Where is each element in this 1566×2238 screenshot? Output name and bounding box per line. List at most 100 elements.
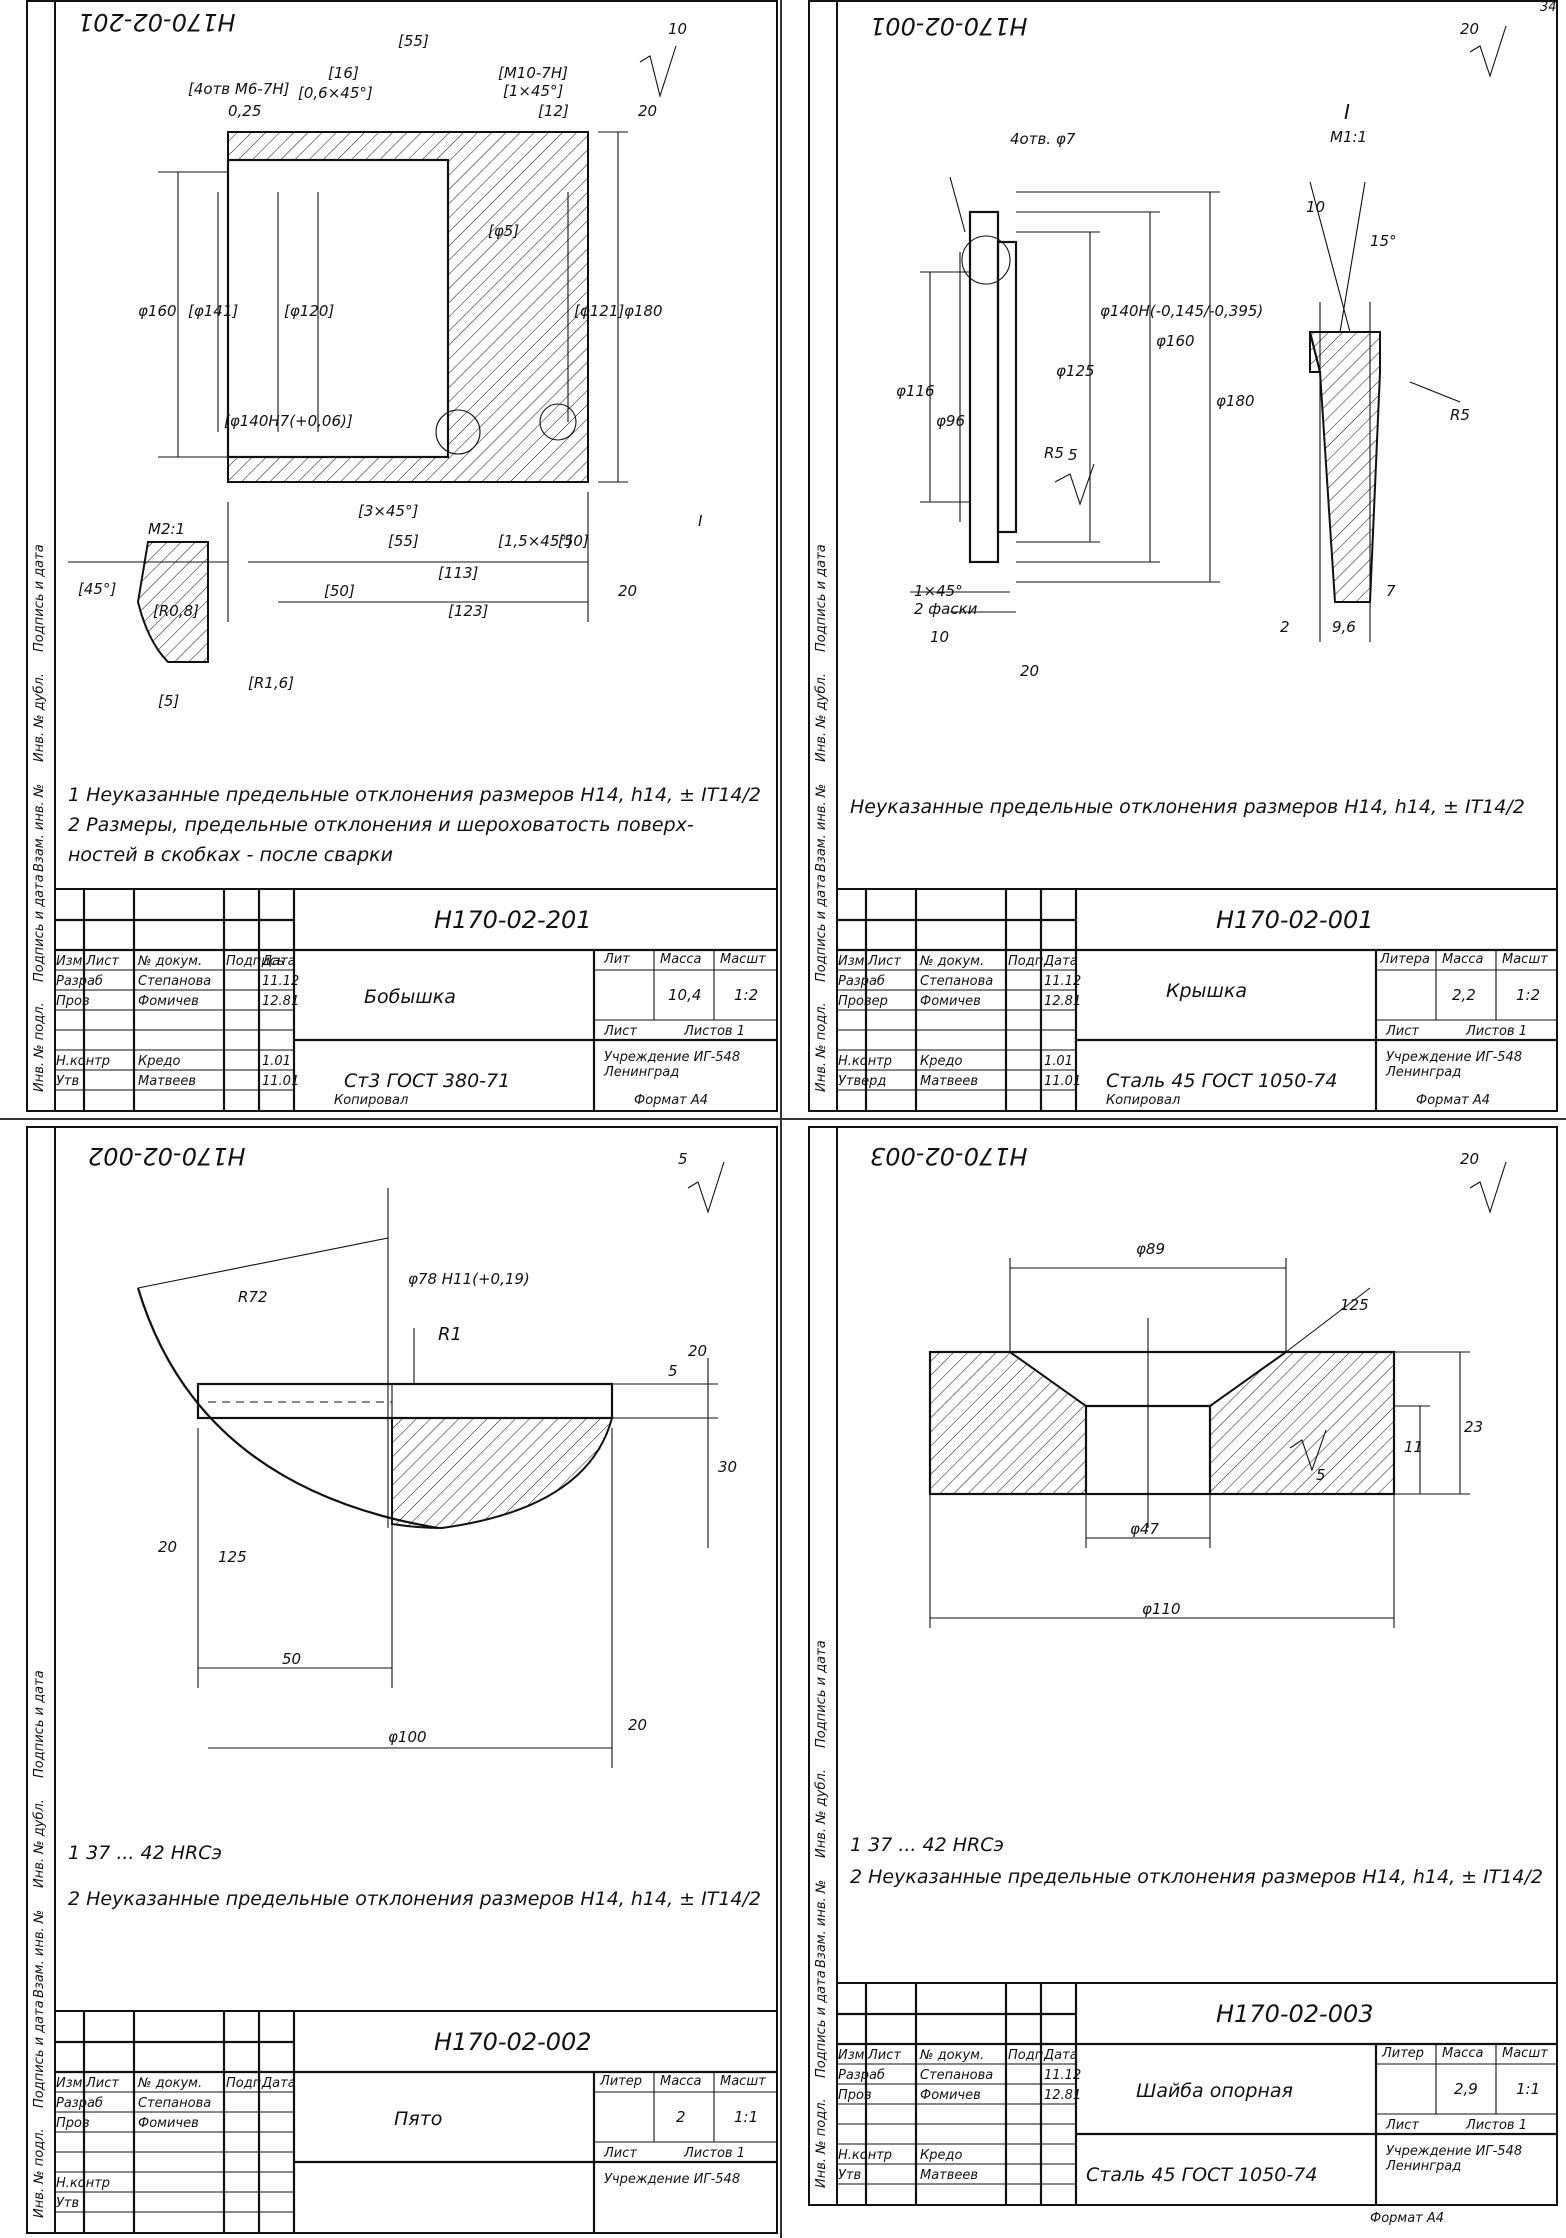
stamp-head: Масшт: [1502, 2046, 1548, 2061]
stamp-row-person: Фомичев: [920, 2088, 981, 2103]
dim-label: [4отв М6-7Н]: [188, 80, 290, 98]
stamp-row-person: Степанова: [920, 2068, 994, 2083]
stamp-col-head: Изм: [56, 2076, 83, 2091]
dim-label: 20: [688, 1342, 708, 1360]
stamp-head: Листов 1: [684, 2146, 745, 2161]
dim-label: 5: [1316, 1466, 1326, 1484]
stamp-mass: 2,9: [1454, 2080, 1478, 2098]
dim-label: φ96: [936, 412, 965, 430]
dim-label: φ89: [1136, 1240, 1165, 1258]
stamp-row-date: 11.12: [1044, 2068, 1082, 2083]
stamp-scale: 1:2: [1516, 986, 1541, 1004]
stamp-col-head: Подпись: [226, 954, 285, 969]
dim-label: [R0,8]: [153, 602, 199, 620]
stamp-col-head: № докум.: [920, 2048, 985, 2063]
dim-label: φ125: [1056, 362, 1095, 380]
stamp-col-head: Изм: [838, 2048, 865, 2063]
dim-label: [113]: [438, 564, 479, 582]
stamp-row-person: Фомичев: [138, 994, 199, 1009]
stamp-head: Масса: [660, 2074, 702, 2089]
stamp-footer-right: Формат А4: [1416, 1093, 1491, 1108]
stamp-scale: 1:2: [734, 986, 759, 1004]
stamp-row-date: 12.81: [1044, 994, 1082, 1009]
side-strip: Инв. № подл. Подпись и дата Взам. инв. №…: [810, 2, 838, 1110]
stamp-row-person: Кредо: [920, 2148, 963, 2163]
stamp-row-role: Разраб: [56, 974, 103, 989]
stamp-part-name: Бобышка: [364, 986, 456, 1008]
stamp-head: Листов 1: [1466, 1024, 1527, 1039]
stamp-row-person: Фомичев: [138, 2116, 199, 2131]
stamp-material: Сталь 45 ГОСТ 1050-74: [1106, 1070, 1338, 1092]
stamp-col-head: № докум.: [920, 954, 985, 969]
dim-label: R5: [1044, 444, 1064, 462]
dim-label: 20: [1020, 662, 1040, 680]
note-line: 2 Неуказанные предельные отклонения разм…: [850, 1866, 1543, 1888]
stamp-code: Н170-02-003: [1216, 2000, 1374, 2028]
stamp-row-role: Утв: [838, 2168, 862, 2183]
stamp-head: Масшт: [1502, 952, 1548, 967]
dim-label: I: [698, 512, 703, 530]
side-label: Подпись и дата: [32, 874, 47, 982]
part-drawing-bobyshka: [68, 45, 677, 663]
side-label: Инв. № подл.: [814, 2098, 829, 2188]
dim-label: R72: [238, 1288, 268, 1306]
stamp-row-person: Матвеев: [920, 2168, 979, 2183]
dim-label: 30: [718, 1458, 738, 1476]
dim-label: 10: [930, 628, 950, 646]
stamp-row-role: Разраб: [56, 2096, 103, 2111]
dim-label: 10: [1306, 198, 1326, 216]
roughness-mark: 5: [678, 1150, 688, 1168]
stamp-row-date: 12.81: [262, 994, 300, 1009]
dim-label: 20: [638, 102, 658, 120]
part-drawing-kryshka: [910, 25, 1507, 642]
stamp-row-role: Утв: [56, 1074, 80, 1089]
dim-label: φ100: [388, 1728, 427, 1746]
stamp-row-role: Пров: [56, 994, 90, 1009]
stamp-material: Сталь 45 ГОСТ 1050-74: [1086, 2164, 1318, 2186]
dim-label: [φ140H7(+0,06)]: [224, 412, 353, 430]
dim-label: [45°]: [78, 580, 117, 598]
dim-label: 23: [1464, 1418, 1484, 1436]
dim-label: φ47: [1130, 1520, 1159, 1538]
dim-label: 50: [282, 1650, 302, 1668]
stamp-col-head: Подп.: [1008, 2048, 1048, 2063]
title-block: Н170-02-001 Литера Масса Масшт 2,2 1:2 Л…: [836, 888, 1558, 1110]
stamp-row-date: 11.01: [1044, 1074, 1082, 1089]
stamp-row-person: Степанова: [138, 2096, 212, 2111]
dim-label: 2: [1280, 618, 1290, 636]
stamp-org: Учреждение ИГ-548 Ленинград: [1386, 1050, 1523, 1080]
stamp-part-name: Крышка: [1166, 980, 1248, 1002]
stamp-col-head: Изм: [838, 954, 865, 969]
stamp-mass: 10,4: [668, 986, 702, 1004]
stamp-col-head: Лист: [868, 2048, 901, 2063]
stamp-row-date: 11.12: [1044, 974, 1082, 989]
dim-label: 2 фаски: [914, 600, 978, 618]
dim-label: [50]: [558, 532, 589, 550]
stamp-org: Учреждение ИГ-548 Ленинград: [1386, 2144, 1523, 2174]
fold-line-horizontal: [0, 1118, 1566, 1120]
dim-label: [16]: [328, 64, 359, 82]
dim-label: I: [1344, 100, 1350, 124]
side-label: Подпись и дата: [814, 874, 829, 982]
dim-label: М2:1: [148, 520, 186, 538]
dim-label: 125: [1340, 1296, 1369, 1314]
dim-label: [123]: [448, 602, 489, 620]
stamp-head: Листов 1: [1466, 2118, 1527, 2133]
stamp-mass: 2: [676, 2108, 686, 2126]
dim-label: 5: [1068, 446, 1078, 464]
stamp-head: Литер: [600, 2074, 643, 2089]
stamp-footer-left: Копировал: [334, 1093, 409, 1108]
dim-label: М1:1: [1330, 128, 1368, 146]
stamp-code: Н170-02-002: [434, 2028, 592, 2056]
dim-label: φ180: [624, 302, 663, 320]
stamp-row-person: Фомичев: [920, 994, 981, 1009]
stamp-head: Масса: [660, 952, 702, 967]
stamp-head: Масса: [1442, 952, 1484, 967]
dim-label: [φ121]: [574, 302, 625, 320]
stamp-row-role: Разраб: [838, 974, 885, 989]
stamp-head: Масшт: [720, 952, 766, 967]
roughness-symbol: [687, 1161, 725, 1214]
stamp-row-role: Н.контр: [838, 1054, 893, 1069]
side-label: Инв. № подл.: [814, 1002, 829, 1092]
dim-label: φ140H(-0,145/-0,395): [1100, 302, 1264, 320]
